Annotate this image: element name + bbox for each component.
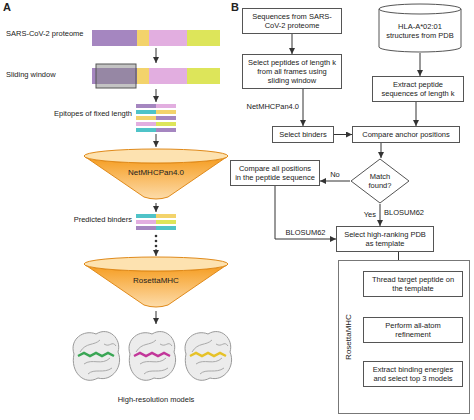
node-text: Compare all positions in the peptide seq… [235, 164, 315, 182]
method-label: BLOSUM62 [384, 209, 424, 218]
node-text: Perform all-atom refinement [368, 321, 458, 339]
edge-label: BLOSUM62 [284, 229, 326, 238]
connector [416, 102, 417, 126]
connector [275, 186, 336, 239]
process-box: Extract binding energies and select top … [363, 361, 463, 387]
node-text: Sequences from SARS-CoV-2 proteome [247, 12, 337, 30]
connector [334, 134, 352, 135]
binder-stack [136, 214, 176, 247]
funnel-stage: RosettaMHC [82, 256, 230, 310]
decision-diamond: Match found? [350, 158, 410, 204]
process-box: Sequences from SARS-CoV-2 proteome [242, 8, 342, 34]
node-text: Select high-ranking PDB as template [341, 230, 429, 248]
protein-models [73, 332, 232, 381]
proteome-bar [92, 30, 220, 46]
panel-letter: A [3, 1, 11, 14]
process-box: Compare all positions in the peptide seq… [230, 160, 320, 186]
step-label: High-resolution models [82, 396, 230, 405]
connector [292, 34, 293, 54]
funnel-stage: NetMHCPan4.0 [82, 148, 230, 202]
connector [303, 89, 304, 126]
edge-label: NetMHCPan4.0 [245, 103, 300, 112]
epitope-stack [136, 104, 176, 132]
process-box: Select peptides of length k from all fra… [242, 54, 342, 89]
connector [320, 181, 350, 182]
node-text: Match found? [362, 172, 398, 190]
process-box: Perform all-atom refinement [363, 317, 463, 343]
node-text: Select binders [277, 130, 329, 139]
node-text: Compare anchor positions [357, 130, 455, 139]
process-box: Select high-ranking PDB as template [336, 226, 434, 252]
step-label: Epitopes of fixed length [48, 110, 132, 119]
group-box: RosettaMHC Thread target peptide on the t… [338, 260, 470, 414]
edge-label: Yes [363, 211, 377, 220]
process-box: Select binders [272, 126, 334, 143]
sliding-window-bar [92, 64, 220, 88]
process-box: Thread target peptide on the template [363, 271, 463, 297]
step-label: Sliding window [6, 71, 90, 80]
node-text: Thread target peptide on the template [368, 275, 458, 293]
node-text: Extract peptide sequences of length k [377, 80, 459, 98]
node-text: RosettaMHC [133, 276, 179, 286]
edge-label: No [329, 171, 341, 180]
step-label: Predicted binders [48, 216, 132, 225]
connector [380, 204, 381, 226]
connector [420, 53, 421, 76]
process-box: Compare anchor positions [352, 126, 460, 143]
node-text: NetMHCPan4.0 [128, 168, 184, 178]
node-text: HLA-A*02:01 structures from PDB [382, 22, 458, 40]
panel-letter: B [231, 1, 239, 14]
step-label: SARS-CoV-2 proteome [6, 30, 90, 39]
process-box: Extract peptide sequences of length k [372, 76, 464, 102]
node-text: Extract binding energies and select top … [368, 365, 458, 383]
node-text: Select peptides of length k from all fra… [247, 58, 337, 85]
node-text: RosettaMHC [344, 314, 354, 360]
connector [381, 143, 382, 158]
database-cylinder: HLA-A*02:01 structures from PDB [378, 3, 462, 53]
